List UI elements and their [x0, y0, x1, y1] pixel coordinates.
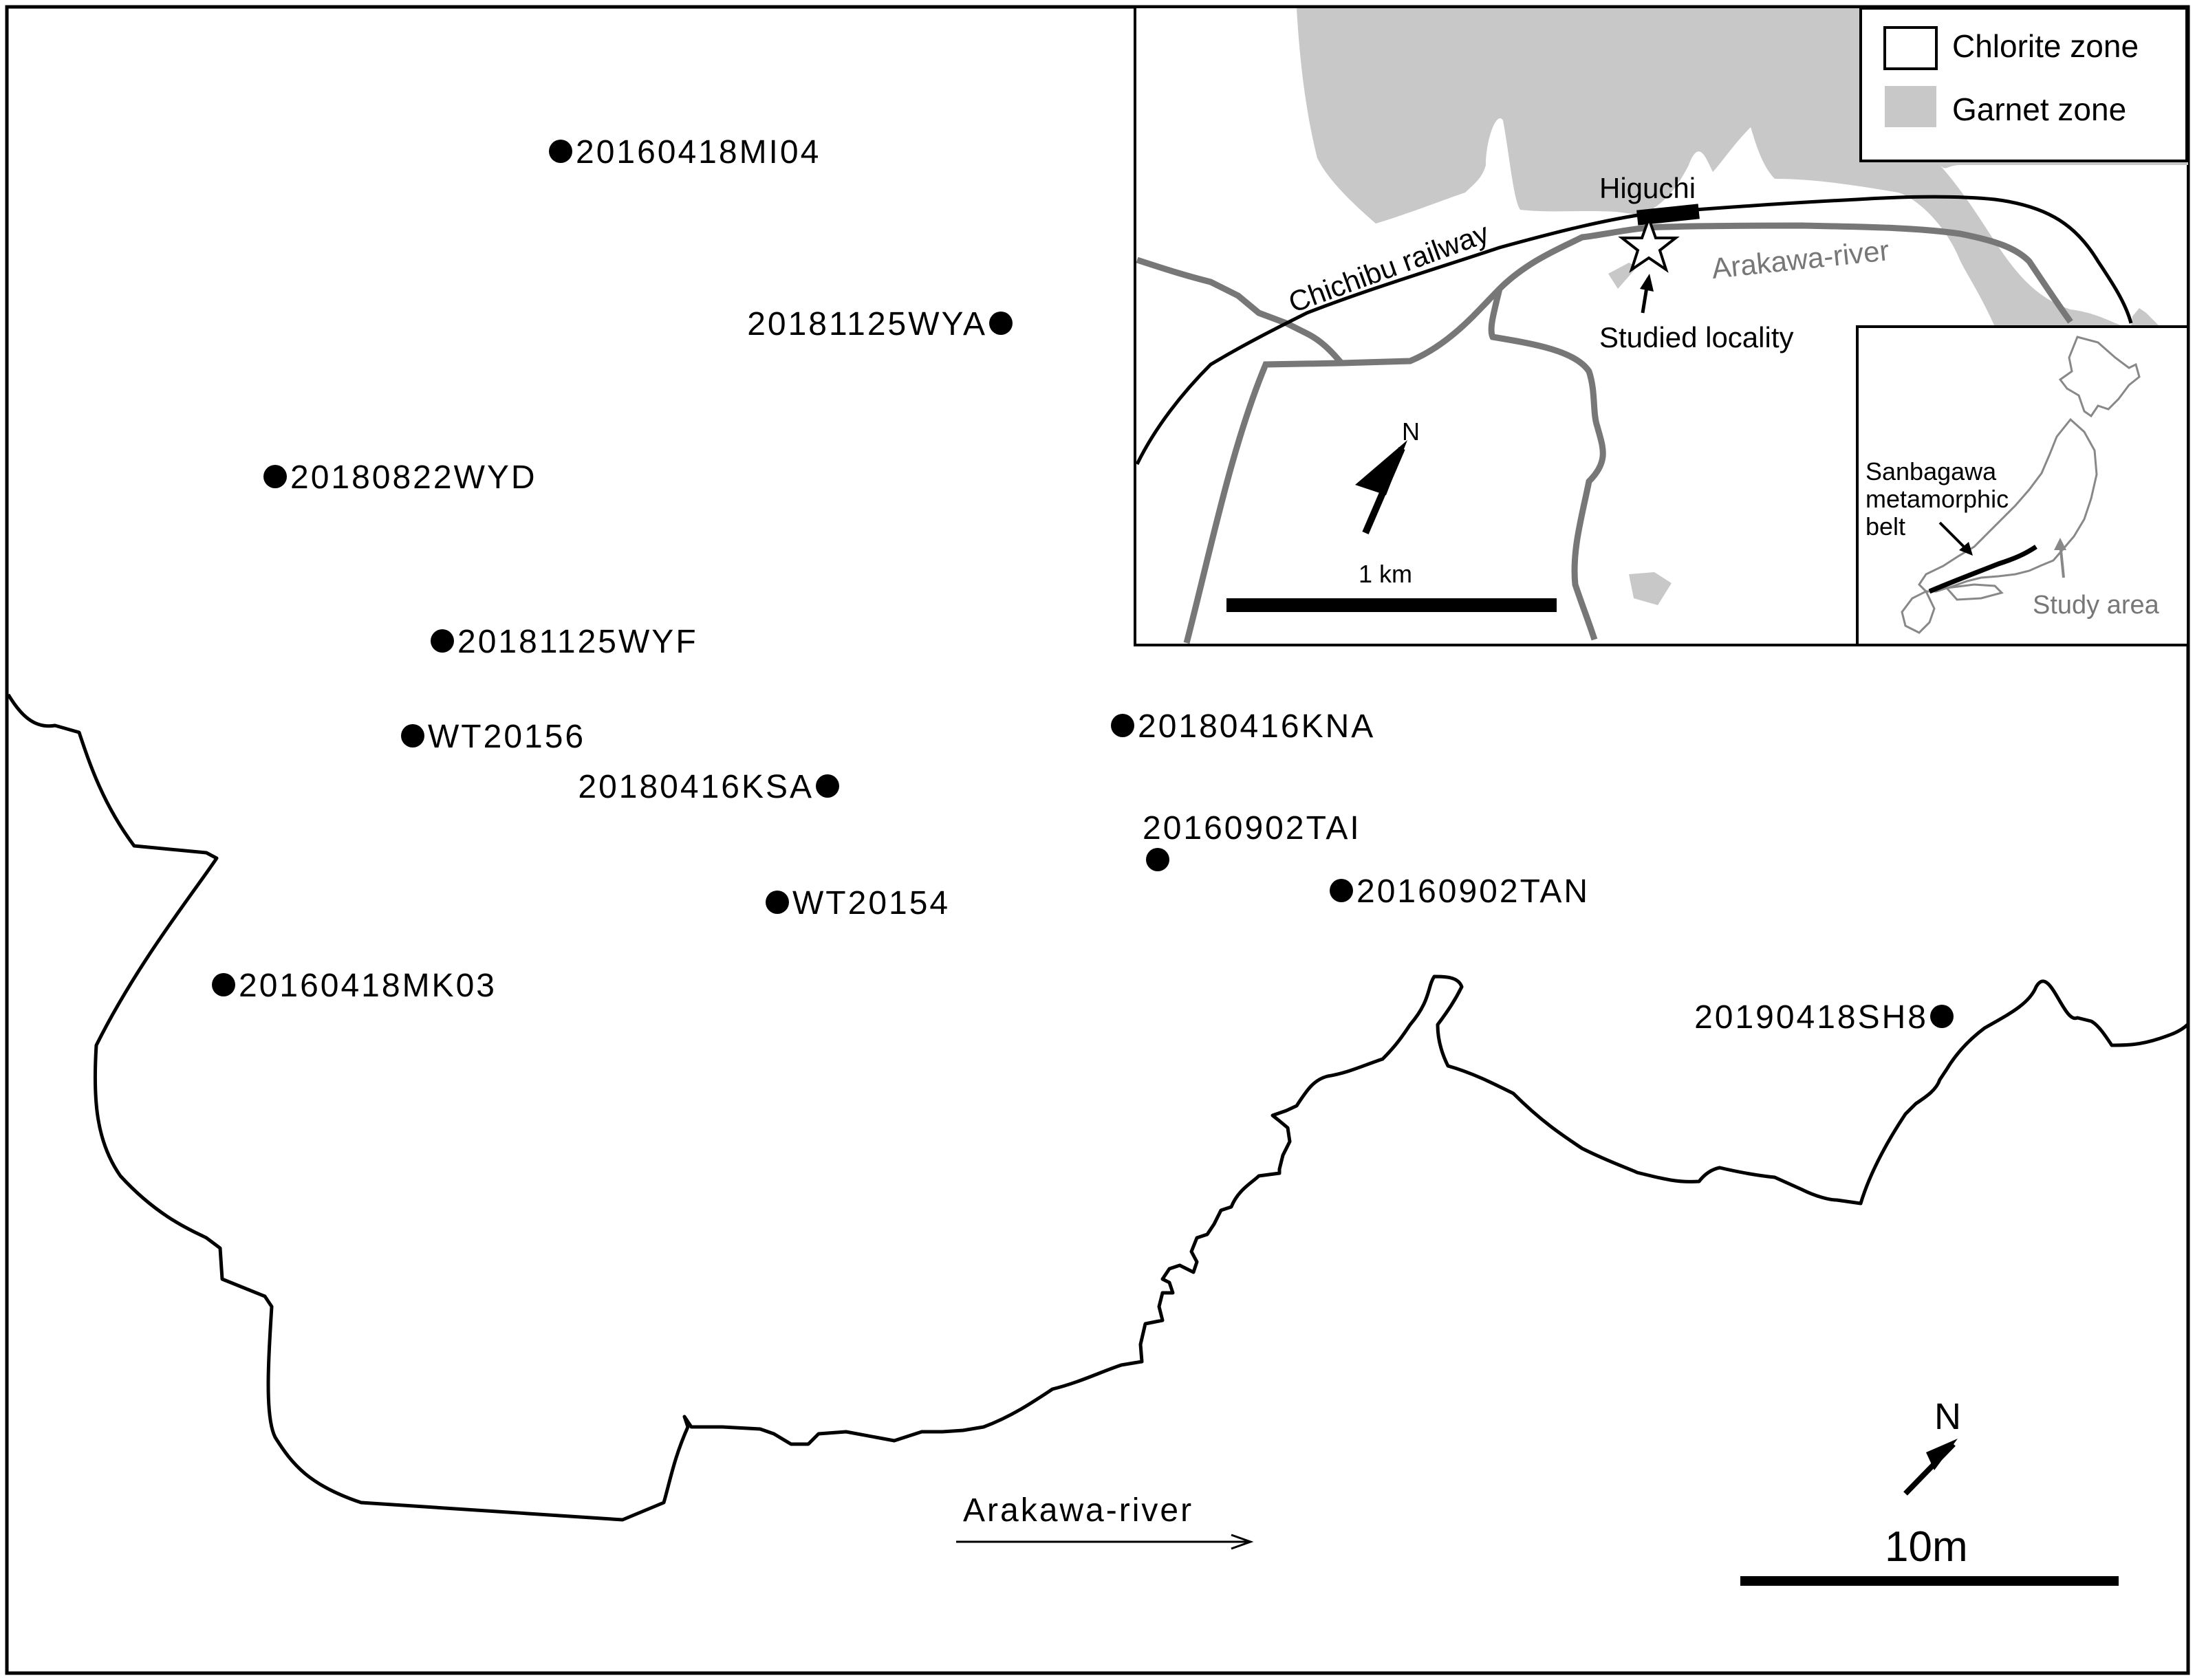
inset-scale-label: 1 km — [1359, 560, 1412, 588]
legend: Chlorite zone Garnet zone — [1859, 7, 2188, 162]
japan-outline-kyushu — [1901, 589, 1936, 634]
river-flow-arrowhead — [1231, 1534, 1254, 1550]
north-arrow: N — [1903, 1396, 1961, 1496]
locality-label: Studied locality — [1599, 321, 1794, 353]
study-area-label: Study area — [2033, 591, 2160, 620]
higuchi-station-marker — [1636, 204, 1700, 226]
sample-points: 20160418MI04 20181125WYA 20180822WYD 201811… — [212, 134, 1954, 1036]
belt-label-line-2: metamorphic — [1866, 485, 2009, 513]
scale-label: 10m — [1885, 1523, 1968, 1571]
sample-label: 20180416KNA — [1138, 708, 1375, 745]
studied-locality-star — [1618, 215, 1680, 273]
inset-north-label: N — [1402, 417, 1420, 446]
sample-dot — [1111, 714, 1134, 737]
sample-dot — [549, 140, 572, 163]
sample-dot — [989, 312, 1013, 335]
outcrop-boundary — [6, 693, 2189, 1522]
inset-river — [1136, 222, 2073, 644]
station-label: Higuchi — [1599, 172, 1696, 204]
sample-label: 20160418MI04 — [576, 134, 821, 171]
legend-label-chlorite: Chlorite zone — [1952, 28, 2139, 64]
sample-label: 20180822WYD — [290, 459, 537, 496]
japan-outline-honshu — [1918, 417, 2098, 593]
sample-label: 20181125WYF — [457, 624, 698, 660]
study-area-pointer-arrowhead — [2054, 538, 2066, 550]
sample-label: 20160902TAN — [1356, 873, 1590, 910]
inset-scale-bar — [1226, 598, 1557, 612]
belt-pointer-arrowhead — [1959, 542, 1973, 556]
japan-inset: Sanbagawa metamorphic belt Study area — [1856, 325, 2189, 646]
garnet-patch-south — [1629, 572, 1672, 605]
legend-label-garnet: Garnet zone — [1952, 91, 2126, 127]
sample-dot — [212, 973, 235, 996]
north-label: N — [1934, 1396, 1961, 1437]
sample-dot — [401, 724, 424, 748]
garnet-patch-near-locality — [1608, 263, 1637, 289]
inset-north-arrow-head — [1355, 440, 1407, 495]
sample-label: WT20154 — [792, 885, 950, 921]
sample-dot — [263, 465, 287, 488]
legend-swatch-chlorite — [1883, 26, 1938, 70]
sample-dot — [1330, 879, 1353, 902]
locality-pointer-arrowhead — [1640, 274, 1654, 292]
legend-swatch-garnet — [1885, 86, 1936, 127]
japan-outline-shikoku — [1944, 583, 2004, 601]
sample-label: 20181125WYA — [747, 306, 987, 342]
sanbagawa-belt-line — [1928, 545, 2037, 594]
sample-label: 20180416KSA — [578, 769, 814, 805]
sample-dot — [766, 891, 789, 914]
river-label: Arakawa-river — [963, 1492, 1193, 1529]
scale-bar: 10m — [1740, 1523, 2119, 1586]
regional-inset: Higuchi Chichibu railway Arakawa-river S… — [1134, 6, 2189, 646]
sample-label: 20190418SH8 — [1694, 999, 1928, 1036]
sample-label: 20160418MK03 — [239, 968, 497, 1004]
belt-label-line-1: Sanbagawa — [1866, 457, 1997, 486]
sample-dot — [816, 774, 839, 798]
sample-dot — [1146, 848, 1169, 871]
sample-dot — [431, 629, 454, 653]
sample-label: WT20156 — [428, 719, 585, 755]
sample-dot — [1930, 1005, 1954, 1028]
belt-pointer-arrow — [1938, 521, 1969, 552]
sample-label: 20160902TAI — [1143, 810, 1361, 847]
japan-outline-hokkaido — [2058, 336, 2141, 418]
belt-label-line-3: belt — [1866, 512, 1905, 541]
